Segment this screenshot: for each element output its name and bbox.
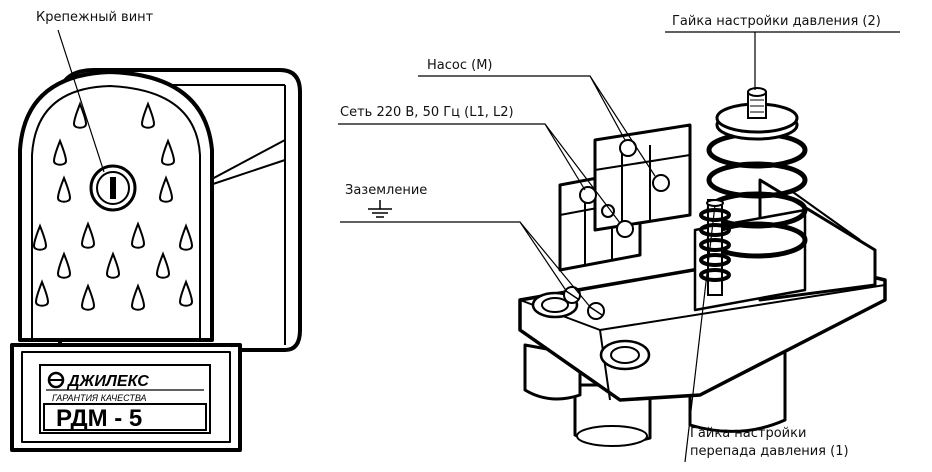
- brand-tagline: ГАРАНТИЯ КАЧЕСТВА: [52, 393, 147, 403]
- fixing-screw-icon: [89, 164, 137, 212]
- model-name: РДМ - 5: [56, 405, 142, 432]
- pressure-nut-label: Гайка настройки давления (2): [672, 14, 881, 29]
- brand-plate: ДЖИЛЕКС ГАРАНТИЯ КАЧЕСТВА РДМ - 5: [39, 364, 211, 434]
- fixing-screw-label: Крепежный винт: [36, 10, 154, 25]
- leader-lines: [338, 31, 900, 463]
- differential-nut-label-line1: Гайка настройки: [690, 426, 807, 441]
- differential-nut-label-line2: перепада давления (1): [690, 444, 849, 459]
- pump-label: Насос (М): [427, 58, 493, 73]
- ground-label: Заземление: [345, 183, 428, 198]
- main-pressure-spring: [706, 87, 808, 259]
- ground-symbol-icon: [368, 200, 392, 218]
- differential-spring: [699, 199, 731, 296]
- brand-name: ДЖИЛЕКС: [66, 373, 149, 390]
- screw-leader-line: [57, 29, 105, 173]
- mains-label: Сеть 220 В, 50 Гц (L1, L2): [340, 105, 514, 120]
